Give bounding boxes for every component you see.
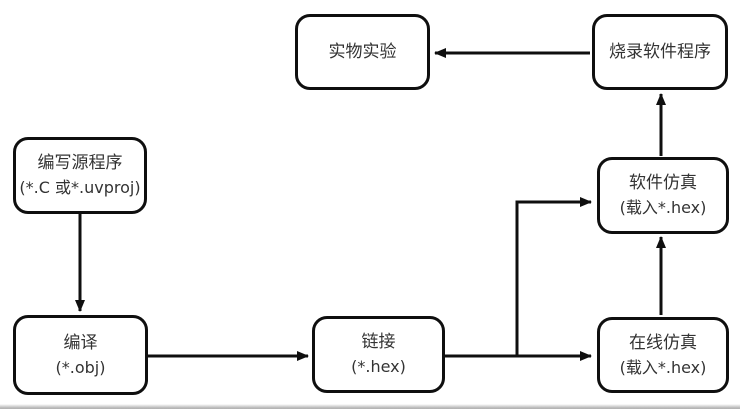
node-burn-program: 烧录软件程序: [592, 14, 728, 90]
node-sublabel: (*.obj): [55, 357, 106, 377]
arrow-link-to-software-sim: [515, 197, 592, 356]
node-label: 链接: [361, 332, 396, 352]
node-compile: 编译 (*.obj): [13, 315, 148, 395]
node-sublabel: (载入*.hex): [619, 357, 707, 377]
node-label: 软件仿真: [629, 173, 697, 193]
node-software-simulation: 软件仿真 (载入*.hex): [597, 157, 729, 234]
node-sublabel: (*.hex): [351, 357, 406, 376]
node-sublabel: (*.C 或*.uvproj): [19, 178, 141, 197]
node-sublabel: (载入*.hex): [619, 198, 707, 217]
node-label: 烧录软件程序: [609, 41, 711, 62]
screenshot-bottom-edge-artifact: [0, 404, 740, 409]
node-label: 编写源程序: [37, 153, 123, 173]
node-label: 在线仿真: [629, 332, 697, 353]
node-label: 编译: [63, 332, 98, 353]
node-link: 链接 (*.hex): [312, 316, 445, 393]
node-write-source: 编写源程序 (*.C 或*.uvproj): [13, 137, 147, 214]
node-physical-experiment: 实物实验: [295, 14, 430, 90]
node-online-simulation: 在线仿真 (载入*.hex): [597, 317, 729, 393]
node-label: 实物实验: [328, 41, 397, 62]
